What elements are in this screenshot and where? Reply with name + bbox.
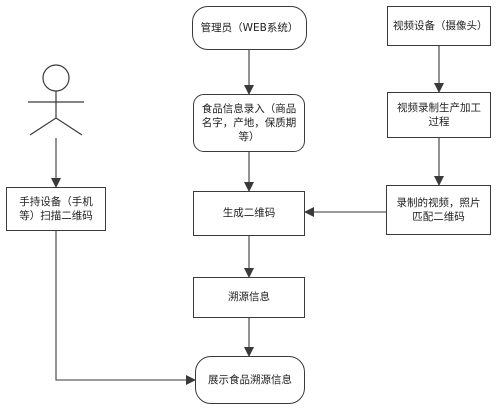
node-trace-info-label: 溯源信息 bbox=[228, 291, 270, 304]
node-admin: 管理员（WEB系统） bbox=[192, 6, 307, 50]
actor-right-leg bbox=[55, 117, 83, 136]
node-handheld-device-label: 手持设备（手机等）扫描二维码 bbox=[19, 195, 93, 222]
node-match-qr-label: 录制的视频，照片匹配二维码 bbox=[396, 196, 481, 223]
node-match-qr: 录制的视频，照片匹配二维码 bbox=[386, 185, 491, 235]
node-food-info-entry-label: 食品信息录入（商品名字，产地，保质期等） bbox=[201, 102, 297, 144]
node-video-recording: 视频录制生产加工过程 bbox=[387, 92, 491, 138]
node-video-device-label: 视频设备（摄像头） bbox=[393, 19, 488, 32]
node-display-trace-label: 展示食品溯源信息 bbox=[208, 373, 292, 386]
node-display-trace: 展示食品溯源信息 bbox=[195, 356, 305, 404]
actor-head bbox=[42, 64, 70, 92]
actor-stick-figure bbox=[28, 64, 84, 136]
node-video-device: 视频设备（摄像头） bbox=[387, 6, 491, 46]
node-video-recording-label: 视频录制生产加工过程 bbox=[397, 101, 481, 128]
node-admin-label: 管理员（WEB系统） bbox=[200, 21, 299, 34]
actor-left-leg bbox=[29, 117, 57, 136]
node-food-info-entry: 食品信息录入（商品名字，产地，保质期等） bbox=[193, 94, 305, 152]
node-handheld-device: 手持设备（手机等）扫描二维码 bbox=[6, 187, 106, 231]
node-trace-info: 溯源信息 bbox=[193, 277, 305, 318]
arrow-handheld-to-display bbox=[55, 231, 196, 385]
node-generate-qr-label: 生成二维码 bbox=[222, 207, 276, 220]
node-generate-qr: 生成二维码 bbox=[193, 191, 305, 236]
